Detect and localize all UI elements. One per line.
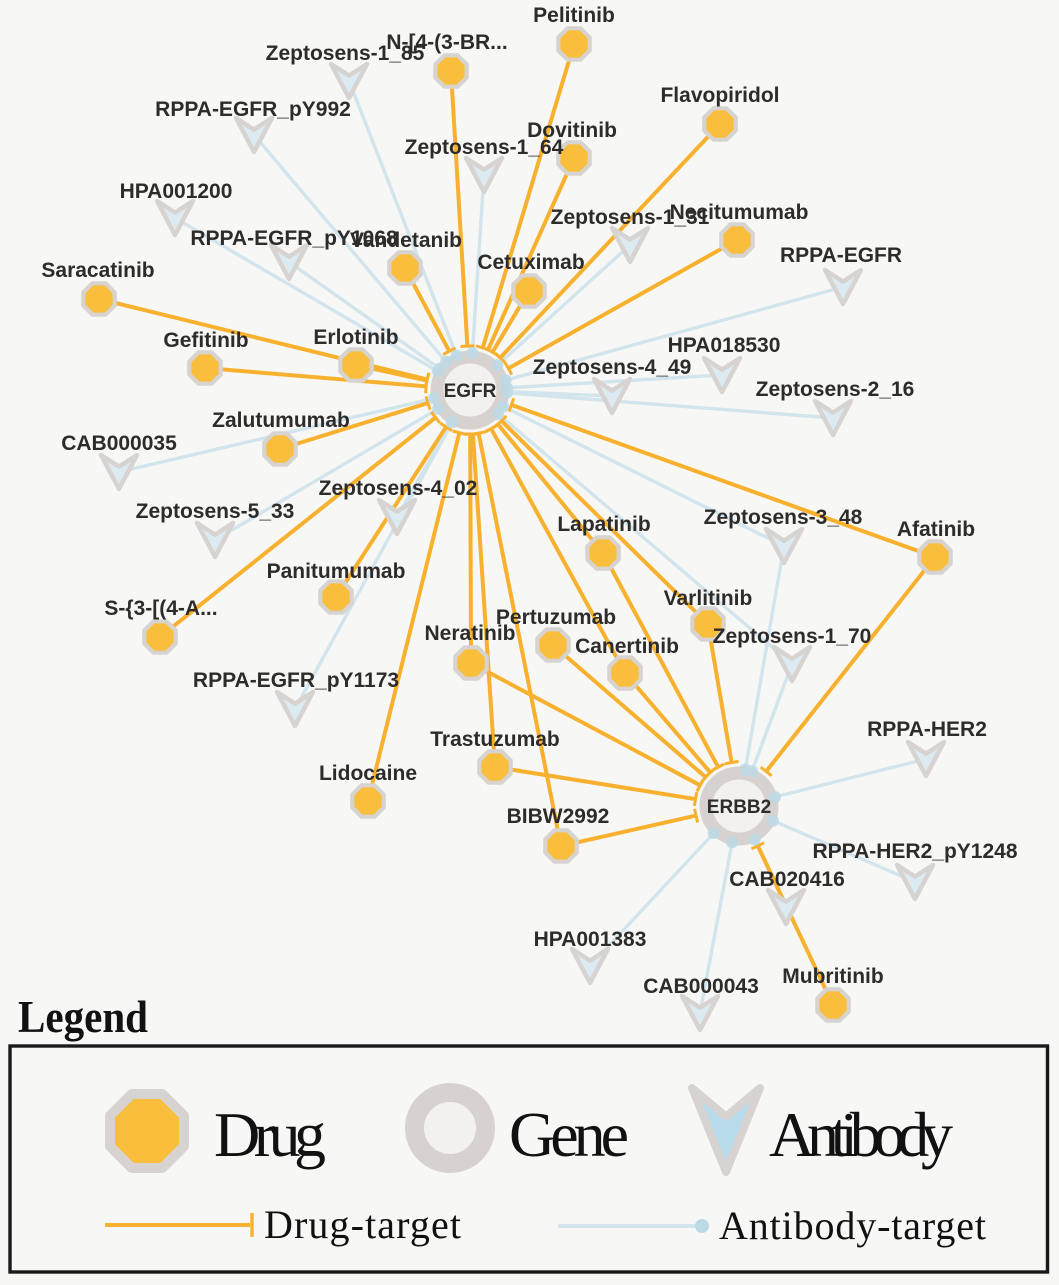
svg-text:Pelitinib: Pelitinib [533, 4, 615, 27]
svg-text:HPA001383: HPA001383 [534, 928, 647, 951]
svg-text:Gene: Gene [509, 1099, 629, 1170]
svg-text:Afatinib: Afatinib [897, 518, 975, 541]
svg-text:Lidocaine: Lidocaine [319, 762, 417, 785]
svg-text:Trastuzumab: Trastuzumab [430, 728, 560, 751]
svg-text:Legend: Legend [18, 991, 148, 1042]
svg-text:RPPA-EGFR_pY1068: RPPA-EGFR_pY1068 [190, 227, 398, 250]
svg-text:Zalutumumab: Zalutumumab [212, 409, 350, 432]
svg-text:S-{3-[(4-A...: S-{3-[(4-A... [104, 597, 217, 620]
svg-text:Gefitinib: Gefitinib [163, 329, 248, 352]
svg-text:Dovitinib: Dovitinib [527, 119, 617, 142]
svg-text:Zeptosens-1_85: Zeptosens-1_85 [266, 42, 425, 65]
svg-text:RPPA-EGFR_pY1173: RPPA-EGFR_pY1173 [193, 669, 399, 692]
svg-text:CAB020416: CAB020416 [729, 868, 845, 891]
svg-text:Mubritinib: Mubritinib [782, 965, 883, 988]
svg-text:ERBB2: ERBB2 [707, 797, 771, 818]
svg-text:CAB000043: CAB000043 [643, 975, 759, 998]
svg-text:CAB000035: CAB000035 [61, 432, 177, 455]
svg-text:Pertuzumab: Pertuzumab [496, 606, 616, 629]
svg-text:Drug-target: Drug-target [264, 1202, 461, 1247]
svg-text:RPPA-HER2: RPPA-HER2 [867, 718, 987, 741]
svg-text:Zeptosens-1_31: Zeptosens-1_31 [551, 206, 710, 229]
svg-text:Flavopiridol: Flavopiridol [660, 84, 779, 107]
svg-text:Antibody: Antibody [769, 1099, 953, 1170]
svg-text:Drug: Drug [214, 1099, 326, 1170]
svg-text:RPPA-EGFR: RPPA-EGFR [780, 244, 902, 267]
svg-text:Necitumumab: Necitumumab [670, 201, 809, 224]
svg-text:Canertinib: Canertinib [575, 635, 679, 658]
svg-text:Saracatinib: Saracatinib [41, 259, 154, 282]
svg-text:Varlitinib: Varlitinib [664, 587, 753, 610]
svg-text:RPPA-HER2_pY1248: RPPA-HER2_pY1248 [812, 840, 1017, 863]
svg-text:Zeptosens-1_70: Zeptosens-1_70 [713, 625, 872, 648]
svg-text:Zeptosens-4_02: Zeptosens-4_02 [319, 477, 478, 500]
svg-text:Neratinib: Neratinib [424, 622, 515, 645]
svg-text:HPA001200: HPA001200 [120, 180, 233, 203]
svg-text:Zeptosens-5_33: Zeptosens-5_33 [136, 500, 295, 523]
svg-text:RPPA-EGFR_pY992: RPPA-EGFR_pY992 [155, 98, 351, 121]
svg-text:Zeptosens-2_16: Zeptosens-2_16 [756, 378, 915, 401]
svg-text:Erlotinib: Erlotinib [313, 326, 398, 349]
svg-text:Zeptosens-4_49: Zeptosens-4_49 [533, 356, 692, 379]
svg-text:Antibody-target: Antibody-target [719, 1203, 986, 1248]
svg-text:EGFR: EGFR [444, 381, 497, 402]
svg-text:Zeptosens-1_64: Zeptosens-1_64 [405, 136, 564, 159]
svg-text:BIBW2992: BIBW2992 [507, 805, 610, 828]
svg-text:HPA018530: HPA018530 [668, 334, 781, 357]
svg-text:N-[4-(3-BR...: N-[4-(3-BR... [386, 31, 507, 54]
svg-text:Panitumumab: Panitumumab [267, 560, 406, 583]
svg-text:Vandetanib: Vandetanib [350, 229, 462, 252]
svg-text:Lapatinib: Lapatinib [557, 513, 650, 536]
svg-text:Cetuximab: Cetuximab [477, 251, 584, 274]
svg-text:Zeptosens-3_48: Zeptosens-3_48 [704, 506, 863, 529]
